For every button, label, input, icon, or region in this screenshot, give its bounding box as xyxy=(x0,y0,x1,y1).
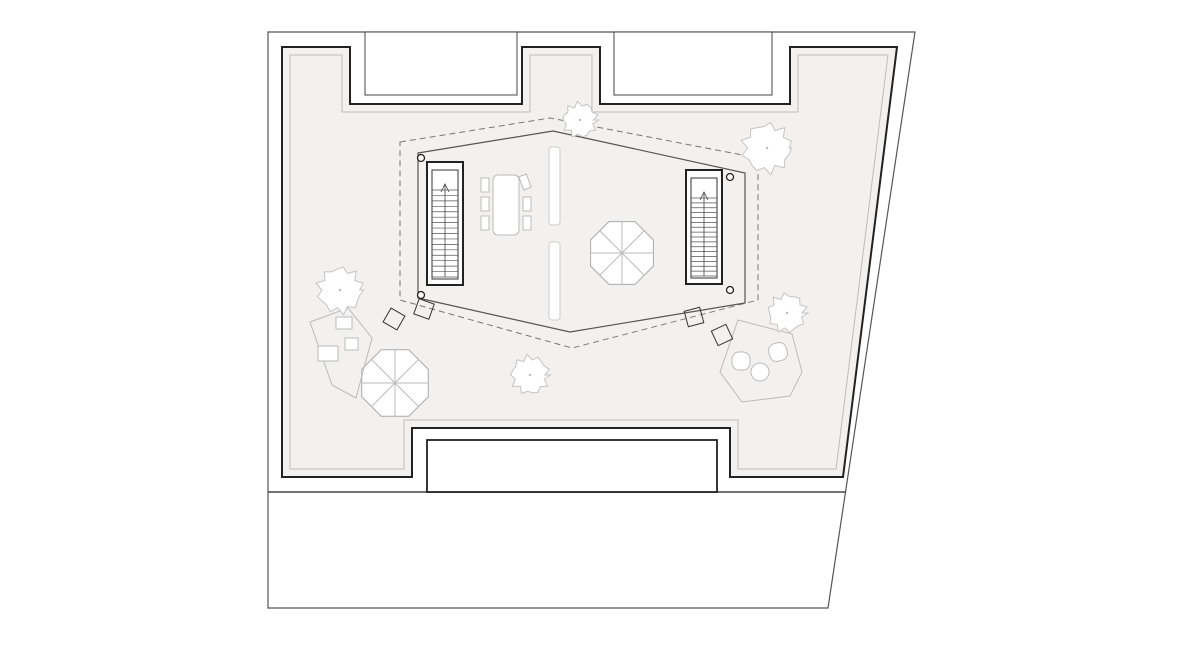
armchair xyxy=(731,351,751,371)
chair xyxy=(522,215,532,231)
parapet-inner-line xyxy=(289,54,889,470)
umbrella-rib xyxy=(394,382,420,408)
umbrella-left xyxy=(361,349,429,417)
dining-table xyxy=(492,174,520,236)
pavilion-outline xyxy=(417,130,746,333)
chair xyxy=(480,177,490,193)
column xyxy=(416,153,426,163)
chair xyxy=(480,196,490,212)
umbrella-rib xyxy=(621,230,645,254)
dining-set xyxy=(480,173,532,236)
side-table xyxy=(750,362,770,382)
umbrella-rib xyxy=(394,358,420,384)
umbrella-rib xyxy=(599,230,623,254)
tree-trunk xyxy=(785,311,789,315)
staircase-left xyxy=(426,161,464,286)
umbrella-rib xyxy=(370,358,396,384)
light-well-bottom xyxy=(426,439,718,493)
planter-boxes xyxy=(382,298,734,347)
staircase-right xyxy=(685,169,723,285)
umbrella-rib xyxy=(599,252,623,276)
tree-trunk xyxy=(578,118,582,122)
column xyxy=(725,285,735,295)
tree-trunk xyxy=(338,288,342,292)
tree-trunk xyxy=(528,373,532,377)
umbrella-rib xyxy=(370,382,396,408)
lounge-seats xyxy=(731,342,788,382)
planter xyxy=(548,241,561,321)
chair xyxy=(518,173,532,191)
umbrella-center xyxy=(590,221,654,285)
tree-trunk xyxy=(765,146,769,150)
stair-arrow-icon xyxy=(699,191,709,201)
column xyxy=(416,290,426,300)
chair xyxy=(480,215,490,231)
chair xyxy=(522,196,532,212)
light-well-right xyxy=(613,31,773,96)
umbrella-rib xyxy=(621,252,645,276)
canopy-dashed-outline xyxy=(399,117,759,349)
tree-canopy xyxy=(509,353,553,395)
lounge-deck-right xyxy=(719,319,803,403)
tree-canopy xyxy=(562,100,601,138)
stair-arrow-icon xyxy=(440,183,450,193)
planter xyxy=(548,146,561,226)
trees xyxy=(315,100,810,395)
column xyxy=(725,172,735,182)
armchair xyxy=(768,342,788,362)
light-well-left xyxy=(364,31,518,96)
sun-loungers xyxy=(317,316,359,362)
columns xyxy=(416,153,735,300)
